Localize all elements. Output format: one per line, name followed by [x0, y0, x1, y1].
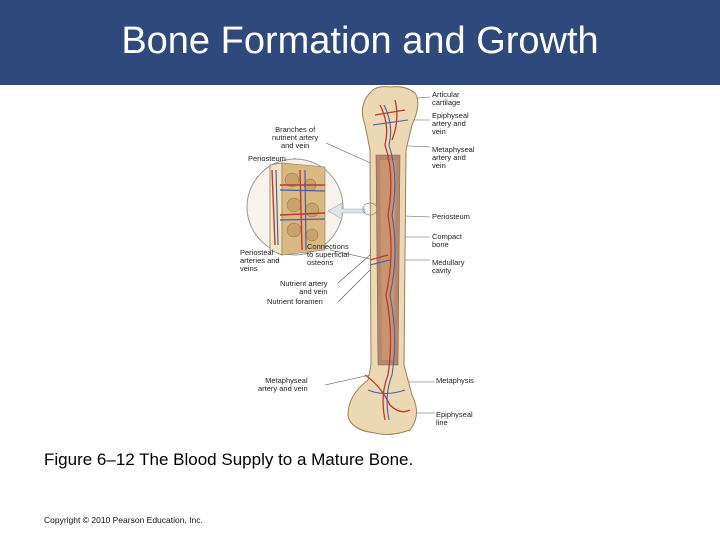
bone-blood-supply-illustration — [246, 86, 435, 435]
label-epiphyseal-artery-vein: Epiphyseal artery and vein — [432, 111, 469, 136]
label-metaphyseal-artery-vein-left: Metaphyseal artery and vein — [258, 376, 308, 393]
label-periosteum-right: Periosteum — [432, 212, 470, 221]
title-bar — [0, 0, 720, 85]
label-periosteal-arteries: Periosteal arteries and veins — [240, 248, 280, 273]
label-articular-cartilage: Articular cartilage — [432, 90, 461, 107]
label-connections-osteons: Connections to superficial osteons — [307, 242, 350, 267]
label-medullary-cavity: Medullary cavity — [432, 258, 465, 275]
label-periosteum-left: Periosteum — [248, 154, 286, 163]
label-metaphysis: Metaphysis — [436, 376, 474, 385]
label-metaphyseal-artery-vein-right: Metaphyseal artery and vein — [432, 145, 475, 170]
label-epiphyseal-line: Epiphyseal line — [436, 410, 473, 427]
label-nutrient-artery-vein: Nutrient artery and vein — [280, 279, 328, 296]
figure-caption: Figure 6–12 The Blood Supply to a Mature… — [44, 450, 414, 469]
label-nutrient-foramen: Nutrient foramen — [267, 297, 323, 306]
label-compact-bone: Compact bone — [432, 232, 463, 249]
slide-title: Bone Formation and Growth — [121, 20, 599, 62]
copyright-notice: Copyright © 2010 Pearson Education, Inc. — [44, 515, 203, 525]
label-branches-nutrient: Branches of nutrient artery and vein — [272, 125, 319, 150]
